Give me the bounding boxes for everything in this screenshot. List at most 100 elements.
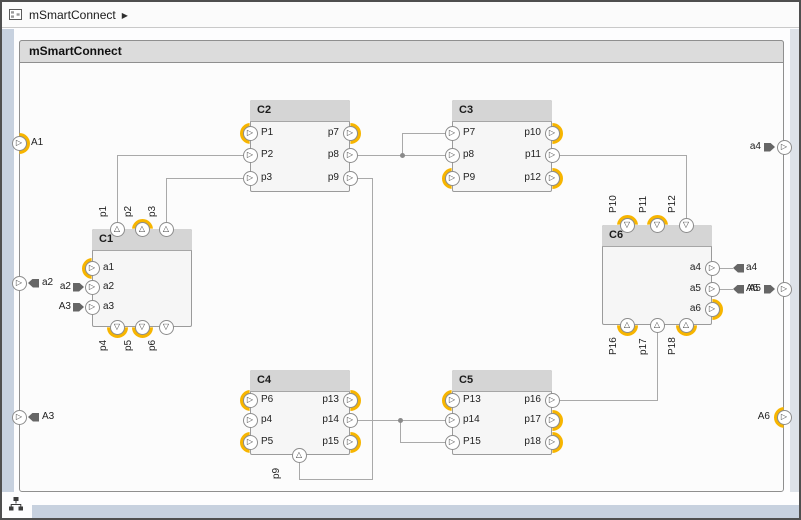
signal-tag[interactable] bbox=[28, 412, 39, 422]
port-C4-p15[interactable]: ▷ bbox=[342, 434, 358, 450]
breadcrumb-item-model[interactable]: mSmartConnect bbox=[29, 7, 116, 22]
port-C2-p7[interactable]: ▷ bbox=[342, 125, 358, 141]
connection-wire[interactable] bbox=[552, 155, 687, 156]
port-C2-p3[interactable]: ▷ bbox=[242, 170, 258, 186]
frame-port-A1[interactable]: ▷ bbox=[11, 135, 27, 151]
port-C6-P18[interactable]: △ bbox=[678, 317, 694, 333]
connection-wire[interactable] bbox=[402, 133, 403, 156]
port-label: p8 bbox=[463, 149, 475, 160]
connection-wire[interactable] bbox=[402, 133, 453, 134]
port-C3-P9[interactable]: ▷ bbox=[444, 170, 460, 186]
signal-tag[interactable] bbox=[733, 284, 744, 294]
signal-tag[interactable] bbox=[73, 302, 84, 312]
port-C5-p17[interactable]: ▷ bbox=[544, 412, 560, 428]
port-C3-P9-highlight bbox=[441, 167, 452, 189]
port-C1-p6[interactable]: ▽ bbox=[158, 319, 174, 335]
connection-wire[interactable] bbox=[400, 420, 401, 443]
port-C1-a1[interactable]: ▷ bbox=[84, 260, 100, 276]
port-C4-p4[interactable]: ▷ bbox=[242, 412, 258, 428]
port-label: a2 bbox=[103, 281, 115, 292]
port-C5-P15[interactable]: ▷ bbox=[444, 434, 460, 450]
connection-wire[interactable] bbox=[552, 400, 658, 401]
breadcrumb-arrow-icon[interactable]: ▶ bbox=[121, 10, 128, 20]
connection-wire[interactable] bbox=[686, 155, 687, 226]
port-C3-p11[interactable]: ▷ bbox=[544, 147, 560, 163]
port-C6-P10[interactable]: ▽ bbox=[619, 217, 635, 233]
port-label: p3 bbox=[261, 172, 273, 183]
port-C6-a5[interactable]: ▷ bbox=[704, 281, 720, 297]
port-C2-P1[interactable]: ▷ bbox=[242, 125, 258, 141]
frame-port-a4[interactable]: ▷ bbox=[776, 139, 792, 155]
port-label: p3 bbox=[147, 205, 158, 217]
scrollbar-left[interactable] bbox=[2, 29, 14, 492]
connection-wire[interactable] bbox=[350, 178, 373, 179]
port-C1-p2[interactable]: △ bbox=[134, 221, 150, 237]
port-C5-P13[interactable]: ▷ bbox=[444, 392, 460, 408]
port-C3-p8[interactable]: ▷ bbox=[444, 147, 460, 163]
port-C4-p13[interactable]: ▷ bbox=[342, 392, 358, 408]
frame-port-A3[interactable]: ▷ bbox=[11, 409, 27, 425]
port-C2-P2[interactable]: ▷ bbox=[242, 147, 258, 163]
port-label: a1 bbox=[103, 262, 115, 273]
port-label: p9 bbox=[327, 172, 339, 183]
port-C1-a3[interactable]: ▷ bbox=[84, 299, 100, 315]
port-C6-a6-highlight bbox=[712, 298, 723, 320]
port-label: P10 bbox=[608, 195, 619, 213]
signal-tag[interactable] bbox=[733, 263, 744, 273]
connection-wire[interactable] bbox=[117, 155, 251, 156]
port-C5-p18[interactable]: ▷ bbox=[544, 434, 560, 450]
component-C3-header[interactable] bbox=[452, 100, 552, 122]
connection-wire[interactable] bbox=[166, 178, 251, 179]
signal-tag[interactable] bbox=[764, 284, 775, 294]
port-C6-a4[interactable]: ▷ bbox=[704, 260, 720, 276]
port-C3-p10[interactable]: ▷ bbox=[544, 125, 560, 141]
frame-port-label: A6 bbox=[757, 411, 770, 422]
frame-port-a2[interactable]: ▷ bbox=[11, 275, 27, 291]
port-C6-p17[interactable]: △ bbox=[649, 317, 665, 333]
port-C6-P12[interactable]: ▽ bbox=[678, 217, 694, 233]
signal-tag[interactable] bbox=[73, 282, 84, 292]
port-C3-P7[interactable]: ▷ bbox=[444, 125, 460, 141]
scrollbar-right[interactable] bbox=[790, 29, 799, 492]
port-C3-p12[interactable]: ▷ bbox=[544, 170, 560, 186]
port-C6-a6[interactable]: ▷ bbox=[704, 301, 720, 317]
port-C2-p8[interactable]: ▷ bbox=[342, 147, 358, 163]
port-C4-p9[interactable]: △ bbox=[291, 447, 307, 463]
connection-wire[interactable] bbox=[372, 178, 373, 480]
component-C5-header[interactable] bbox=[452, 370, 552, 392]
component-C4-header[interactable] bbox=[250, 370, 350, 392]
connection-wire[interactable] bbox=[299, 479, 373, 480]
component-C2-header[interactable] bbox=[250, 100, 350, 122]
connection-wire[interactable] bbox=[117, 155, 118, 230]
port-C4-p14[interactable]: ▷ bbox=[342, 412, 358, 428]
connection-wire[interactable] bbox=[657, 325, 658, 401]
frame-port-A6-highlight bbox=[773, 406, 784, 428]
frame-port-A6[interactable]: ▷ bbox=[776, 409, 792, 425]
port-C1-p5[interactable]: ▽ bbox=[134, 319, 150, 335]
connection-wire[interactable] bbox=[299, 455, 300, 480]
port-C6-P11[interactable]: ▽ bbox=[649, 217, 665, 233]
port-C1-p3[interactable]: △ bbox=[158, 221, 174, 237]
port-label: P18 bbox=[667, 337, 678, 355]
scrollbar-bottom[interactable] bbox=[32, 505, 799, 518]
connection-wire[interactable] bbox=[400, 442, 453, 443]
frame-port-A1-highlight bbox=[19, 132, 30, 154]
port-C5-p14[interactable]: ▷ bbox=[444, 412, 460, 428]
port-C1-a2[interactable]: ▷ bbox=[84, 279, 100, 295]
frame-port-A5[interactable]: ▷ bbox=[776, 281, 792, 297]
signal-tag[interactable] bbox=[764, 142, 775, 152]
connection-wire[interactable] bbox=[166, 178, 167, 230]
port-C5-p16[interactable]: ▷ bbox=[544, 392, 560, 408]
port-C4-P6[interactable]: ▷ bbox=[242, 392, 258, 408]
port-C2-p9[interactable]: ▷ bbox=[342, 170, 358, 186]
signal-tag-label: A3 bbox=[58, 301, 71, 312]
port-C1-p4[interactable]: ▽ bbox=[109, 319, 125, 335]
breadcrumb[interactable]: mSmartConnect ▶ bbox=[8, 7, 128, 22]
port-C1-p1[interactable]: △ bbox=[109, 221, 125, 237]
port-label: p15 bbox=[322, 436, 339, 447]
model-browser-toggle-icon[interactable] bbox=[9, 497, 23, 511]
signal-tag[interactable] bbox=[28, 278, 39, 288]
port-C6-P16[interactable]: △ bbox=[619, 317, 635, 333]
port-C4-P5[interactable]: ▷ bbox=[242, 434, 258, 450]
